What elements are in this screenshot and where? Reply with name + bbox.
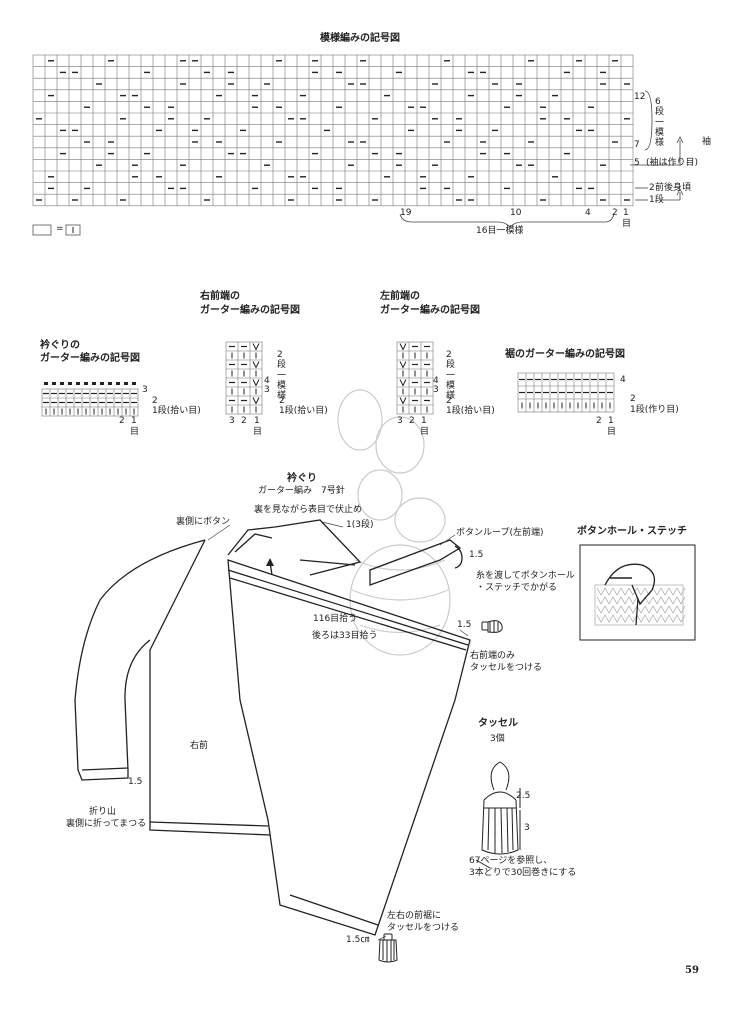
rf-col-1: 1 xyxy=(254,416,260,426)
collar-sub: ガーター編み 7号針 xyxy=(258,486,345,496)
collar-chart-title-1: 衿ぐりの xyxy=(40,340,80,351)
buttonhole-title: ボタンホール・ステッチ xyxy=(577,526,687,537)
tassel-size-bottom: 3 xyxy=(524,823,530,833)
lf-row-2: 2 xyxy=(446,396,452,406)
pattern-chart-title: 模様編みの記号図 xyxy=(320,33,400,44)
lf-row-3: 3 xyxy=(433,385,439,395)
hem-note-2: タッセルをつける xyxy=(387,923,460,933)
col-unit: 目 xyxy=(622,219,632,229)
lf-row-4: 4 xyxy=(433,376,439,386)
button-loop-label: ボタンループ(左前端) xyxy=(456,528,544,538)
pattern-side-marks xyxy=(399,90,684,228)
col-label-2: 2 xyxy=(612,208,618,218)
rf-col-3: 3 xyxy=(229,416,235,426)
rf-rep-label: 2段一模様 xyxy=(277,350,287,402)
tassel-right-note-2: タッセルをつける xyxy=(470,663,543,673)
collar-rows: 1(3段) xyxy=(346,520,374,530)
collar-title: 衿ぐり xyxy=(287,473,317,484)
row-label-7: 7 xyxy=(634,140,640,150)
pickup-1: 116目拾う xyxy=(313,614,358,624)
pickup-2: 後ろは33目拾う xyxy=(312,631,378,641)
six-row-repeat-label: 6段一模様 xyxy=(655,97,665,149)
small-charts xyxy=(41,341,615,417)
rf-row-3: 3 xyxy=(264,385,270,395)
rf-row-4: 4 xyxy=(264,376,270,386)
tassel-right-note-1: 右前端のみ xyxy=(470,651,516,661)
page-number: 59 xyxy=(685,965,699,976)
lf-col-3: 3 xyxy=(397,416,403,426)
pattern-symbols xyxy=(36,60,630,201)
right-front-title-2: ガーター編みの記号図 xyxy=(200,305,300,316)
lf-col-2: 2 xyxy=(409,416,415,426)
rf-col-2: 2 xyxy=(241,416,247,426)
loop-note-2: ・ステッチでかがる xyxy=(476,583,558,593)
col-label-19: 19 xyxy=(400,208,412,218)
collar-col-1: 1 xyxy=(131,416,137,426)
hem-row-4: 4 xyxy=(620,375,626,385)
col-label-1: 1 xyxy=(623,208,629,218)
hem-note-1: 左右の前裾に xyxy=(387,911,442,921)
lf-col-1: 1 xyxy=(421,416,427,426)
left-front-title-1: 左前端の xyxy=(380,291,420,302)
collar-col-unit: 目 xyxy=(130,427,140,437)
sleeve-note: (袖は作り目) xyxy=(646,158,699,168)
col-label-10: 10 xyxy=(510,208,522,218)
cuff-size: 1.5 xyxy=(128,777,143,787)
left-front-title-2: ガーター編みの記号図 xyxy=(380,305,480,316)
collar-chart-title-2: ガーター編みの記号図 xyxy=(40,353,140,364)
lf-rep-label: 2段一模様 xyxy=(446,350,456,402)
repeat-label: 16目一模様 xyxy=(476,226,524,236)
pattern-grid xyxy=(32,54,634,207)
lf-row-1: 1段(拾い目) xyxy=(446,406,495,416)
tassel-size-top: 2.5 xyxy=(516,791,531,801)
tassel-detail xyxy=(475,761,521,869)
hem-row-2: 2 xyxy=(630,394,636,404)
rf-row-1: 1段(拾い目) xyxy=(279,406,328,416)
tassel-icons xyxy=(378,620,503,963)
hem-col-1: 1 xyxy=(608,416,614,426)
sleeve-label: 袖 xyxy=(702,137,712,147)
right-front-title-1: 右前端の xyxy=(200,291,240,302)
row-label-1: 1段 xyxy=(649,195,664,205)
collar-row-3: 3 xyxy=(142,385,148,395)
rf-row-2: 2 xyxy=(279,396,285,406)
tassel-count: 3個 xyxy=(490,734,505,744)
fold-label-1: 折り山 xyxy=(89,807,117,817)
loop-note-1: 糸を渡してボタンホール xyxy=(476,571,575,581)
rf-col-unit: 目 xyxy=(253,427,263,437)
row-label-5: 5 xyxy=(634,158,640,168)
cardigan-outline xyxy=(74,519,471,936)
hem-row-1: 1段(作り目) xyxy=(630,405,679,415)
tassel-note-2: 3本どりで30回巻きにする xyxy=(469,868,577,878)
loop-size: 1.5 xyxy=(469,550,484,560)
legend-equals: = xyxy=(56,224,64,234)
tassel-top-size: 1.5 xyxy=(457,620,472,630)
collar-row-2: 2 xyxy=(152,396,158,406)
buttonhole-stitch-figure xyxy=(579,544,696,641)
tassel-title: タッセル xyxy=(478,718,518,729)
hem-size: 1.5㎝ xyxy=(346,935,370,945)
col-label-4: 4 xyxy=(585,208,591,218)
hem-col-unit: 目 xyxy=(607,427,617,437)
collar-col-2: 2 xyxy=(119,416,125,426)
collar-note: 裏を見ながら表目で伏止め xyxy=(254,505,363,515)
front-back-label: 前後身頃 xyxy=(655,183,692,193)
row-label-12: 12 xyxy=(634,92,646,102)
fold-label-2: 裏側に折ってまつる xyxy=(66,819,147,829)
collar-row-1: 1段(拾い目) xyxy=(152,406,201,416)
row-label-2: 2 xyxy=(649,183,655,193)
tassel-note-1: 67ページを参照し、 xyxy=(469,856,553,866)
legend-blank-box xyxy=(32,224,52,236)
lf-col-unit: 目 xyxy=(420,427,430,437)
button-back-label: 裏側にボタン xyxy=(176,517,231,527)
hem-col-2: 2 xyxy=(596,416,602,426)
right-front-label: 右前 xyxy=(190,741,209,751)
hem-chart-title: 裾のガーター編みの記号図 xyxy=(505,349,625,360)
